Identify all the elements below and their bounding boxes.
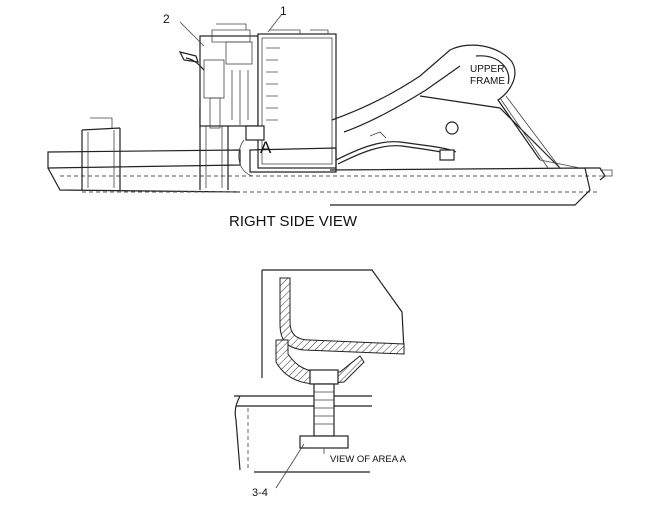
callout-1: 1 (280, 4, 287, 18)
callout-2-leader (179, 21, 205, 47)
upper-frame-label-line1: UPPER (470, 64, 504, 75)
right-side-view-drawing (47, 23, 613, 206)
upper-frame-label-line2: FRAME (470, 76, 505, 87)
callout-1-leader (267, 13, 283, 33)
area-a-detail-drawing (234, 269, 405, 473)
callout-3-4-leader (275, 443, 305, 489)
view-of-area-a-label: VIEW OF AREA A (330, 454, 407, 465)
callout-2: 2 (163, 12, 170, 26)
right-side-view-title: RIGHT SIDE VIEW (229, 213, 358, 230)
callout-3-4: 3-4 (252, 487, 268, 499)
area-a-marker: A (260, 138, 272, 157)
